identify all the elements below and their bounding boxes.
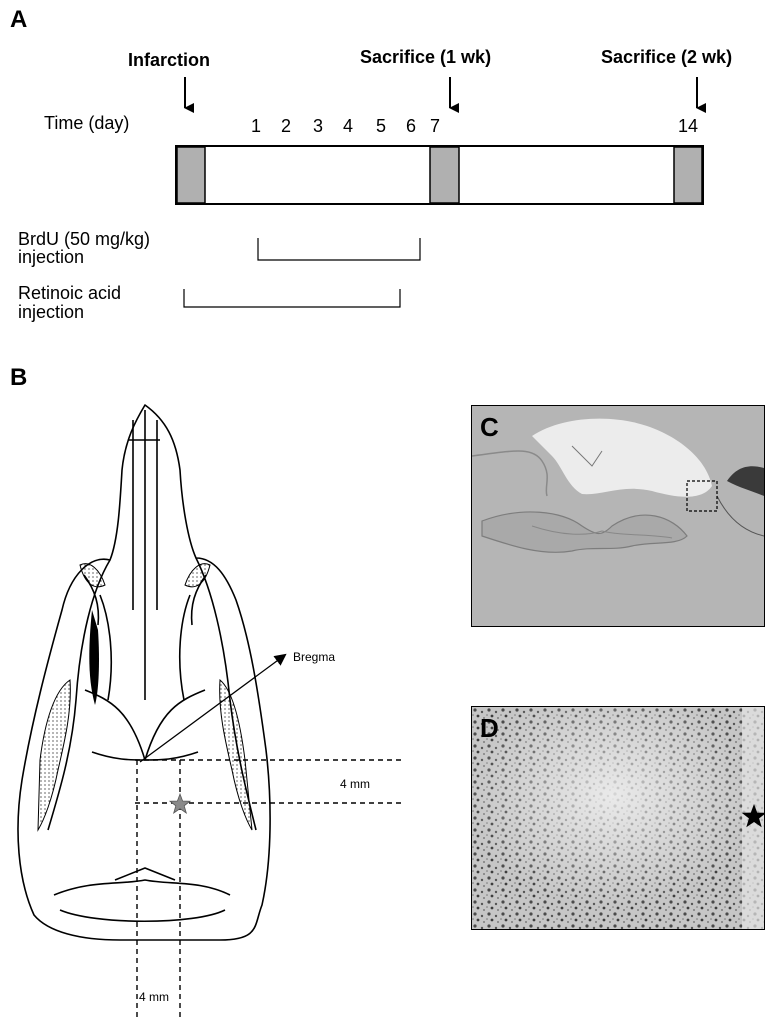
injection-site-star	[170, 794, 190, 813]
panel-c-letter: C	[480, 412, 499, 443]
dim-label-vertical: 4 mm	[340, 777, 370, 791]
stipple-left-top	[80, 564, 105, 587]
micrograph-c: C	[471, 405, 765, 627]
bregma-arrow	[140, 655, 285, 762]
dim-label-horizontal: 4 mm	[139, 990, 169, 1004]
bregma-label: Bregma	[293, 650, 335, 664]
micrograph-d-image	[472, 707, 764, 929]
micrograph-d: D	[471, 706, 765, 930]
panel-d-letter: D	[480, 713, 499, 744]
stipple-right	[220, 680, 252, 830]
micrograph-c-image	[472, 406, 764, 626]
skull-outline	[18, 405, 270, 940]
